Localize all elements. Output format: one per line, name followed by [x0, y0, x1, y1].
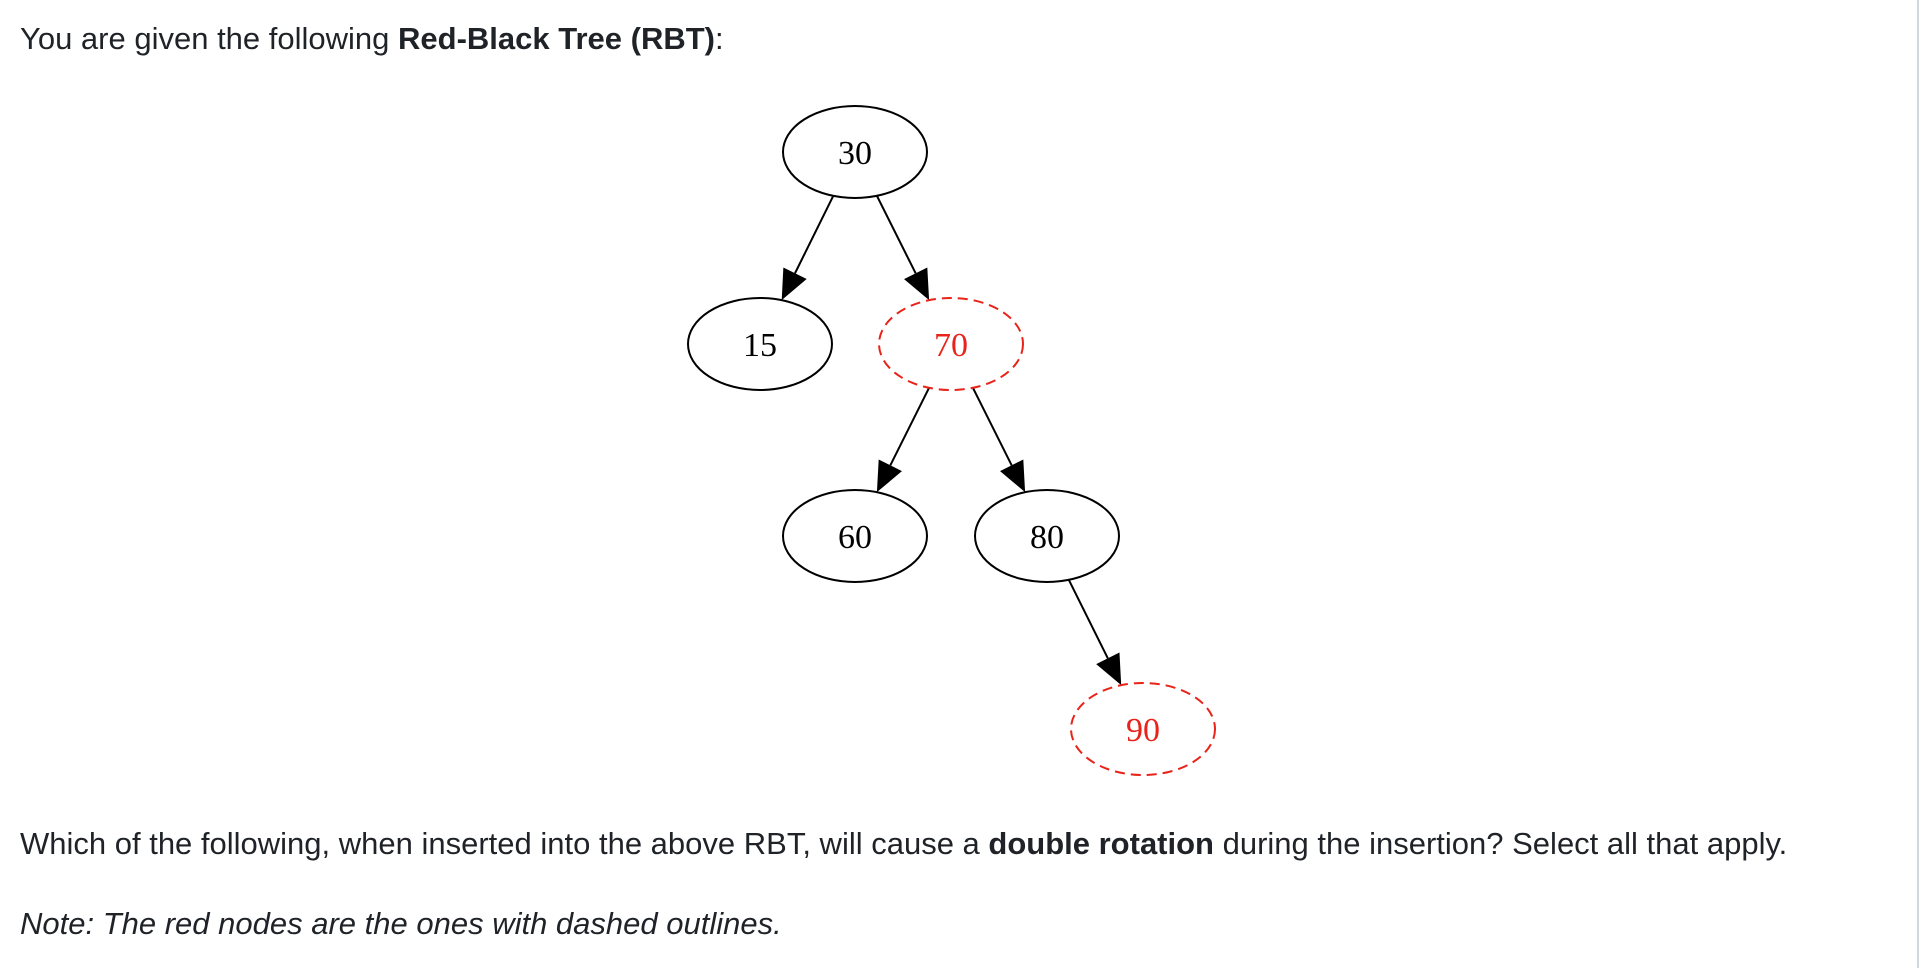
tree-edge-70-80: [972, 387, 1026, 493]
edge-line: [972, 387, 1013, 466]
tree-node-30: 30: [782, 105, 928, 199]
black-node-outline: [974, 489, 1120, 583]
node-label: 90: [1126, 712, 1160, 749]
black-node-outline: [782, 105, 928, 199]
black-node-outline: [782, 489, 928, 583]
tree-node-80: 80: [974, 489, 1120, 583]
node-label: 30: [838, 135, 872, 172]
edge-line: [889, 387, 930, 466]
content-right-border: [1917, 0, 1919, 968]
tree-node-15: 15: [687, 297, 833, 391]
tree-edge-70-60: [876, 387, 930, 493]
tree-node-90: 90: [1070, 682, 1216, 776]
tree-node-60: 60: [782, 489, 928, 583]
edge-line: [794, 195, 835, 274]
tree-node-70: 70: [878, 297, 1024, 391]
tree-nodes: 30 15 70 60 80 90: [687, 105, 1216, 776]
arrowhead-icon: [904, 267, 930, 301]
question-bold-term: double rotation: [988, 826, 1214, 861]
node-label: 15: [743, 327, 777, 364]
arrowhead-icon: [781, 267, 807, 301]
question-suffix: during the insertion? Select all that ap…: [1214, 826, 1788, 861]
question-text: Which of the following, when inserted in…: [20, 824, 1787, 864]
arrowhead-icon: [1000, 459, 1026, 493]
node-label: 70: [934, 327, 968, 364]
red-node-outline: [1070, 682, 1216, 776]
arrowhead-icon: [876, 459, 902, 493]
arrowhead-icon: [1096, 652, 1122, 686]
red-node-outline: [878, 297, 1024, 391]
intro-text: You are given the following Red-Black Tr…: [20, 19, 724, 59]
question-prefix: Which of the following, when inserted in…: [20, 826, 989, 861]
intro-suffix: :: [714, 21, 724, 56]
intro-bold-term: Red-Black Tree (RBT): [398, 21, 715, 56]
node-label: 80: [1030, 519, 1064, 556]
node-label: 60: [838, 519, 872, 556]
edge-line: [876, 195, 917, 274]
note-text: Note: The red nodes are the ones with da…: [20, 906, 782, 941]
tree-edge-30-15: [781, 195, 835, 301]
black-node-outline: [687, 297, 833, 391]
edge-line: [1067, 579, 1109, 659]
tree-edge-30-70: [876, 195, 930, 301]
tree-edge-80-90: [1067, 579, 1122, 686]
intro-prefix: You are given the following: [20, 21, 399, 56]
tree-edges: [781, 195, 1122, 686]
